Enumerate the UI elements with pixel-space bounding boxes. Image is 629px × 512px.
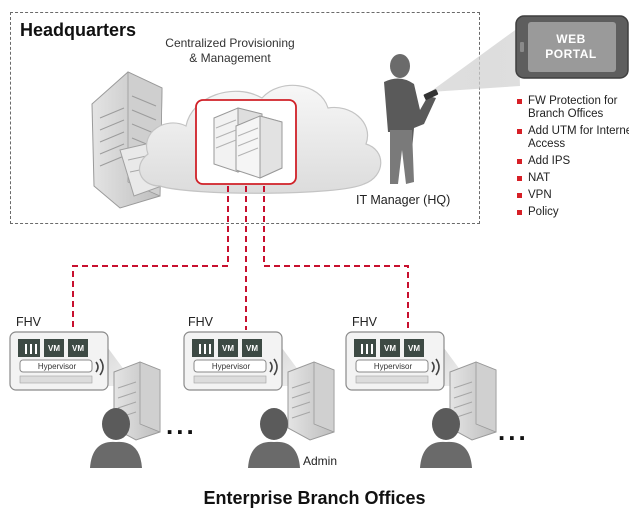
firewall-icon <box>357 342 379 356</box>
signal-beam <box>430 28 520 92</box>
branch-2-vm2-label: VM <box>246 344 258 353</box>
firewall-icon <box>195 342 217 356</box>
branch-3-fhv-device <box>345 331 445 391</box>
it-manager-icon <box>384 54 439 184</box>
firewall-icon <box>21 342 43 356</box>
feature-list: FW Protection for Branch Offices Add UTM… <box>516 95 629 223</box>
provisioning-label-line2: & Management <box>189 51 271 65</box>
ellipsis-right: ... <box>498 416 529 446</box>
web-portal-label[interactable]: WEB PORTAL <box>526 32 616 62</box>
web-portal-device[interactable] <box>515 15 629 79</box>
web-portal-line1: WEB <box>556 32 586 46</box>
branch-2-vm1-label: VM <box>222 344 234 353</box>
branch-2-fhv-device <box>183 331 283 391</box>
branch-2-graphics <box>183 331 335 468</box>
feature-item: Policy <box>516 206 629 219</box>
feature-item: NAT <box>516 172 629 185</box>
branch-1-fhv-label: FHV <box>16 315 41 329</box>
branch-2-building-icon <box>287 361 335 441</box>
branch-3-hypervisor-label: Hypervisor <box>373 362 413 371</box>
feature-item: Add IPS <box>516 155 629 168</box>
branch-3-graphics <box>345 331 497 468</box>
branch-3-fhv-label: FHV <box>352 315 377 329</box>
branch-1-hypervisor-label: Hypervisor <box>37 362 77 371</box>
branch-3-vm1-label: VM <box>384 344 396 353</box>
feature-item: FW Protection for Branch Offices <box>516 95 629 121</box>
branch-3-building-icon <box>449 361 497 441</box>
branch-2-hypervisor-label: Hypervisor <box>211 362 251 371</box>
branch-3-vm2-label: VM <box>408 344 420 353</box>
link-left <box>72 186 229 330</box>
link-right <box>263 186 409 330</box>
headquarters-region <box>10 12 480 224</box>
branch-1-fhv-device <box>9 331 109 391</box>
branch-1-user-icon <box>90 408 142 468</box>
branch-1-vm2-label: VM <box>72 344 84 353</box>
branch-2-fhv-label: FHV <box>188 315 213 329</box>
branch-3-user-icon <box>420 408 472 468</box>
branch-1-vm1-label: VM <box>48 344 60 353</box>
it-manager-label: IT Manager (HQ) <box>356 193 451 207</box>
ellipsis-middle: ... <box>166 410 197 440</box>
headquarters-title: Headquarters <box>20 20 137 40</box>
provisioning-label-line1: Centralized Provisioning <box>165 36 295 50</box>
network-links <box>72 186 409 330</box>
branch-2-user-icon <box>248 408 300 468</box>
feature-item: Add UTM for Internet Access <box>516 125 629 151</box>
admin-label: Admin <box>303 454 338 468</box>
server-rack-icon <box>213 107 283 179</box>
provisioning-label: Centralized Provisioning & Management <box>162 36 298 66</box>
web-portal-line2: PORTAL <box>545 47 597 61</box>
diagram-caption: Enterprise Branch Offices <box>203 488 426 508</box>
branch-1-graphics <box>9 331 161 468</box>
feature-item: VPN <box>516 189 629 202</box>
